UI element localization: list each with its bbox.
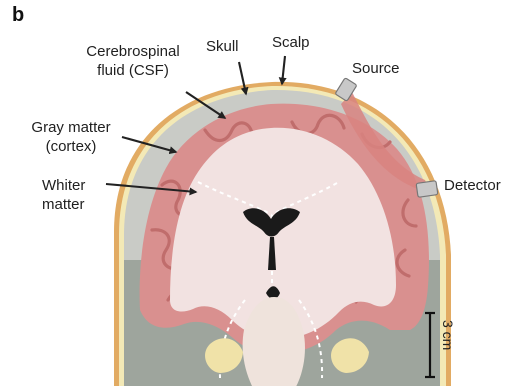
gray-matter-label-line-1: Gray matter <box>10 118 132 137</box>
detector-label: Detector <box>444 176 501 195</box>
detector-probe <box>416 181 438 198</box>
arrow-scalp <box>282 56 285 84</box>
csf-label-line-2: fluid (CSF) <box>58 61 208 80</box>
panel-letter: b <box>12 4 24 26</box>
white-matter-label-line-2: matter <box>42 195 120 214</box>
csf-label: Cerebrospinal fluid (CSF) <box>58 42 208 80</box>
source-label: Source <box>352 59 400 78</box>
skull-label: Skull <box>206 37 239 56</box>
scale-bar-label: 3 cm <box>440 320 456 350</box>
scalp-label: Scalp <box>272 33 310 52</box>
white-matter-label: Whiter matter <box>42 176 120 214</box>
gray-matter-label-line-2: (cortex) <box>10 137 132 156</box>
csf-label-line-1: Cerebrospinal <box>58 42 208 61</box>
white-matter-label-line-1: Whiter <box>42 176 120 195</box>
gray-matter-label: Gray matter (cortex) <box>10 118 132 156</box>
